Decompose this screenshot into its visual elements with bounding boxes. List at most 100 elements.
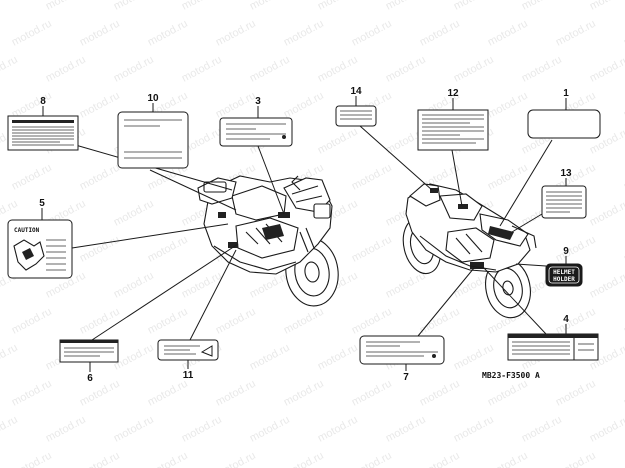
- watermark-text: motod.ru: [452, 414, 496, 445]
- watermark-text: motod.ru: [282, 450, 326, 468]
- watermark-text: motod.ru: [146, 450, 190, 468]
- watermark-text: motod.ru: [248, 54, 292, 85]
- watermark-text: motod.ru: [112, 198, 156, 229]
- watermark-text: motod.ru: [214, 90, 258, 121]
- left-motorcycle: [197, 175, 339, 307]
- watermark-text: motod.ru: [78, 234, 122, 265]
- watermark-text: motod.ru: [146, 306, 190, 337]
- label-10-graphic: [117, 111, 189, 169]
- callout-8: 8: [40, 96, 46, 107]
- watermark-text: motod.ru: [554, 306, 598, 337]
- label-3-graphic: [219, 117, 293, 147]
- watermark-text: motod.ru: [180, 270, 224, 301]
- callout-9: 9: [563, 246, 569, 257]
- watermark-text: motod.ru: [588, 270, 625, 301]
- watermark-text: motod.ru: [214, 378, 258, 409]
- watermark-text: motod.ru: [78, 306, 122, 337]
- watermark-text: motod.ru: [180, 414, 224, 445]
- watermark-text: motod.ru: [452, 0, 496, 13]
- watermark-text: motod.ru: [554, 450, 598, 468]
- watermark-text: motod.ru: [112, 270, 156, 301]
- watermark-text: motod.ru: [78, 378, 122, 409]
- watermark-text: motod.ru: [78, 18, 122, 49]
- watermark-text: motod.ru: [0, 414, 20, 445]
- watermark-text: motod.ru: [520, 0, 564, 13]
- watermark-text: motod.ru: [588, 414, 625, 445]
- callout-13: 13: [560, 168, 572, 179]
- watermark-text: motod.ru: [554, 18, 598, 49]
- callout-14: 14: [350, 86, 362, 97]
- watermark-text: motod.ru: [180, 54, 224, 85]
- watermark-text: motod.ru: [248, 270, 292, 301]
- watermark-text: motod.ru: [350, 162, 394, 193]
- watermark-text: motod.ru: [316, 342, 360, 373]
- watermark-text: motod.ru: [554, 234, 598, 265]
- watermark-text: motod.ru: [316, 414, 360, 445]
- watermark-text: motod.ru: [146, 18, 190, 49]
- watermark-text: motod.ru: [588, 0, 625, 13]
- part-code: MB23-F3500 A: [482, 371, 540, 380]
- label-5-text: CAUTION: [14, 227, 40, 234]
- watermark-text: motod.ru: [0, 54, 20, 85]
- label-14-graphic: [335, 105, 377, 127]
- watermark-text: motod.ru: [248, 342, 292, 373]
- label-9-graphic: HELMET HOLDER: [545, 263, 583, 287]
- right-motorcycle: [402, 183, 537, 319]
- watermark-text: motod.ru: [316, 0, 360, 13]
- watermark-text: motod.ru: [384, 0, 428, 13]
- watermark-text: motod.ru: [146, 378, 190, 409]
- watermark-text: motod.ru: [146, 234, 190, 265]
- watermark-text: motod.ru: [486, 18, 530, 49]
- watermark-text: motod.ru: [520, 414, 564, 445]
- watermark-text: motod.ru: [44, 54, 88, 85]
- label-7-graphic: [359, 335, 445, 365]
- callout-11: 11: [183, 370, 194, 381]
- label-5-graphic: CAUTION: [7, 219, 73, 279]
- label-6-graphic: [59, 339, 119, 363]
- watermark-text: motod.ru: [10, 18, 54, 49]
- watermark-text: motod.ru: [316, 126, 360, 157]
- label-13-graphic: [541, 185, 587, 219]
- watermark-text: motod.ru: [214, 306, 258, 337]
- watermark-text: motod.ru: [282, 90, 326, 121]
- watermark-text: motod.ru: [282, 306, 326, 337]
- watermark-text: motod.ru: [78, 450, 122, 468]
- watermark-text: motod.ru: [350, 450, 394, 468]
- callout-5: 5: [39, 198, 45, 209]
- watermark-text: motod.ru: [384, 54, 428, 85]
- watermark-text: motod.ru: [588, 198, 625, 229]
- watermark-text: motod.ru: [520, 54, 564, 85]
- callout-7: 7: [403, 372, 409, 383]
- watermark-text: motod.ru: [78, 162, 122, 193]
- watermark-text: motod.ru: [112, 0, 156, 13]
- label-1-graphic: [527, 109, 601, 139]
- watermark-text: motod.ru: [486, 450, 530, 468]
- label-9-text-line2: HOLDER: [553, 276, 575, 283]
- watermark-text: motod.ru: [214, 18, 258, 49]
- label-8-graphic: [7, 115, 79, 151]
- watermark-text: motod.ru: [214, 450, 258, 468]
- label-11-graphic: [157, 339, 219, 361]
- watermark-text: motod.ru: [350, 234, 394, 265]
- watermark-text: motod.ru: [316, 54, 360, 85]
- callout-12: 12: [447, 88, 459, 99]
- watermark-text: motod.ru: [180, 0, 224, 13]
- callout-6: 6: [87, 373, 93, 384]
- watermark-text: motod.ru: [384, 414, 428, 445]
- watermark-text: motod.ru: [418, 378, 462, 409]
- watermark-text: motod.ru: [452, 54, 496, 85]
- watermark-text: motod.ru: [350, 378, 394, 409]
- watermark-text: motod.ru: [486, 90, 530, 121]
- watermark-text: motod.ru: [588, 54, 625, 85]
- watermark-text: motod.ru: [418, 450, 462, 468]
- watermark-text: motod.ru: [554, 378, 598, 409]
- leader-lines: [71, 125, 553, 341]
- watermark-text: motod.ru: [452, 342, 496, 373]
- watermark-text: motod.ru: [384, 270, 428, 301]
- label-4-graphic: [507, 333, 599, 361]
- watermark-text: motod.ru: [10, 306, 54, 337]
- watermark-text: motod.ru: [10, 450, 54, 468]
- watermark-text: motod.ru: [10, 378, 54, 409]
- callout-1: 1: [563, 88, 569, 99]
